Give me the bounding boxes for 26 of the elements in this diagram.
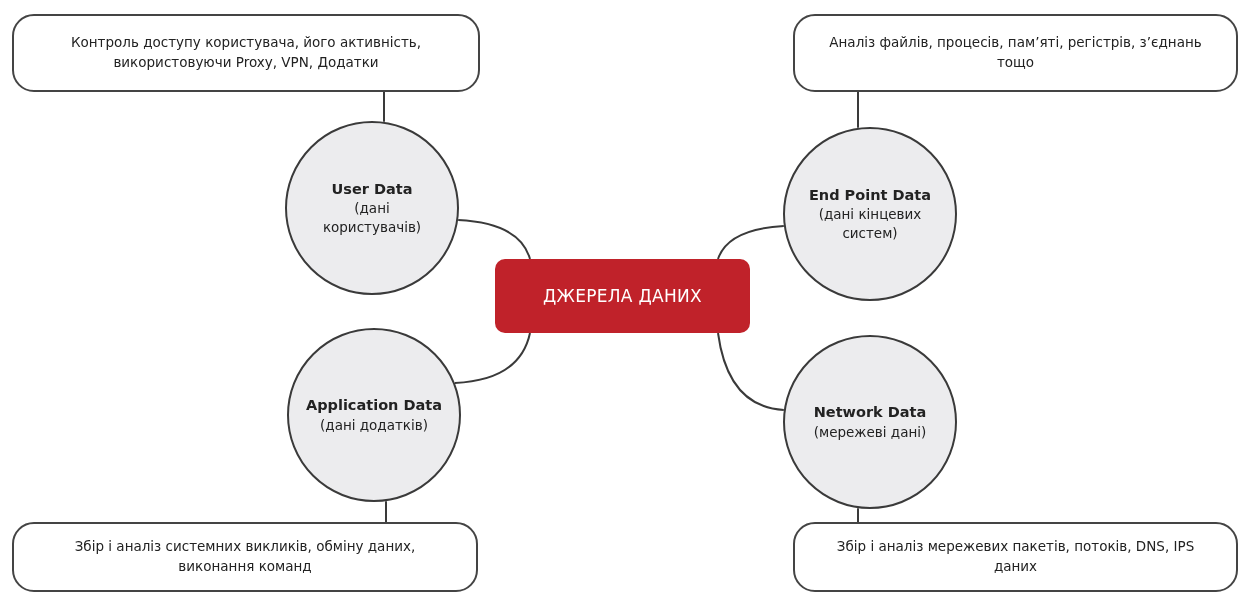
- description-box: [793, 14, 1238, 92]
- description-text: Збір і аналіз системних викликів, обміну даних, виконання команд: [73, 537, 417, 576]
- description-box: [12, 14, 480, 92]
- description-box: [12, 522, 478, 592]
- description-text: Контроль доступу користувача, його активність, використовуючи Proxy, VPN, Додатки: [69, 33, 423, 72]
- category-subtitle: (дані кінцевих систем): [817, 205, 923, 244]
- category-title: End Point Data: [808, 185, 932, 205]
- connector-line: [385, 500, 387, 523]
- connector-line: [457, 219, 531, 260]
- connector-line: [857, 91, 859, 129]
- category-subtitle: (дані додатків): [320, 415, 428, 435]
- connector-line: [453, 332, 531, 384]
- category-subtitle: (дані користувачів): [321, 199, 423, 238]
- category-title: Application Data: [305, 396, 443, 416]
- description-box: [793, 522, 1238, 592]
- central-box: [495, 259, 750, 333]
- category-title: User Data: [331, 179, 413, 199]
- description-text: Збір і аналіз мережевих пакетів, потоків, DNS, IPS даних: [835, 537, 1196, 576]
- description-text: Аналіз файлів, процесів, пам’яті, регістрів, з’єднань тощо: [828, 33, 1203, 72]
- connector-line: [857, 507, 859, 523]
- connector-line: [383, 91, 385, 123]
- connector-line: [717, 332, 785, 411]
- connector-line: [717, 225, 785, 260]
- category-title: Network Data: [813, 403, 927, 423]
- central-title: ДЖЕРЕЛА ДАНИХ: [542, 286, 703, 306]
- category-subtitle: (мережеві дані): [813, 422, 927, 442]
